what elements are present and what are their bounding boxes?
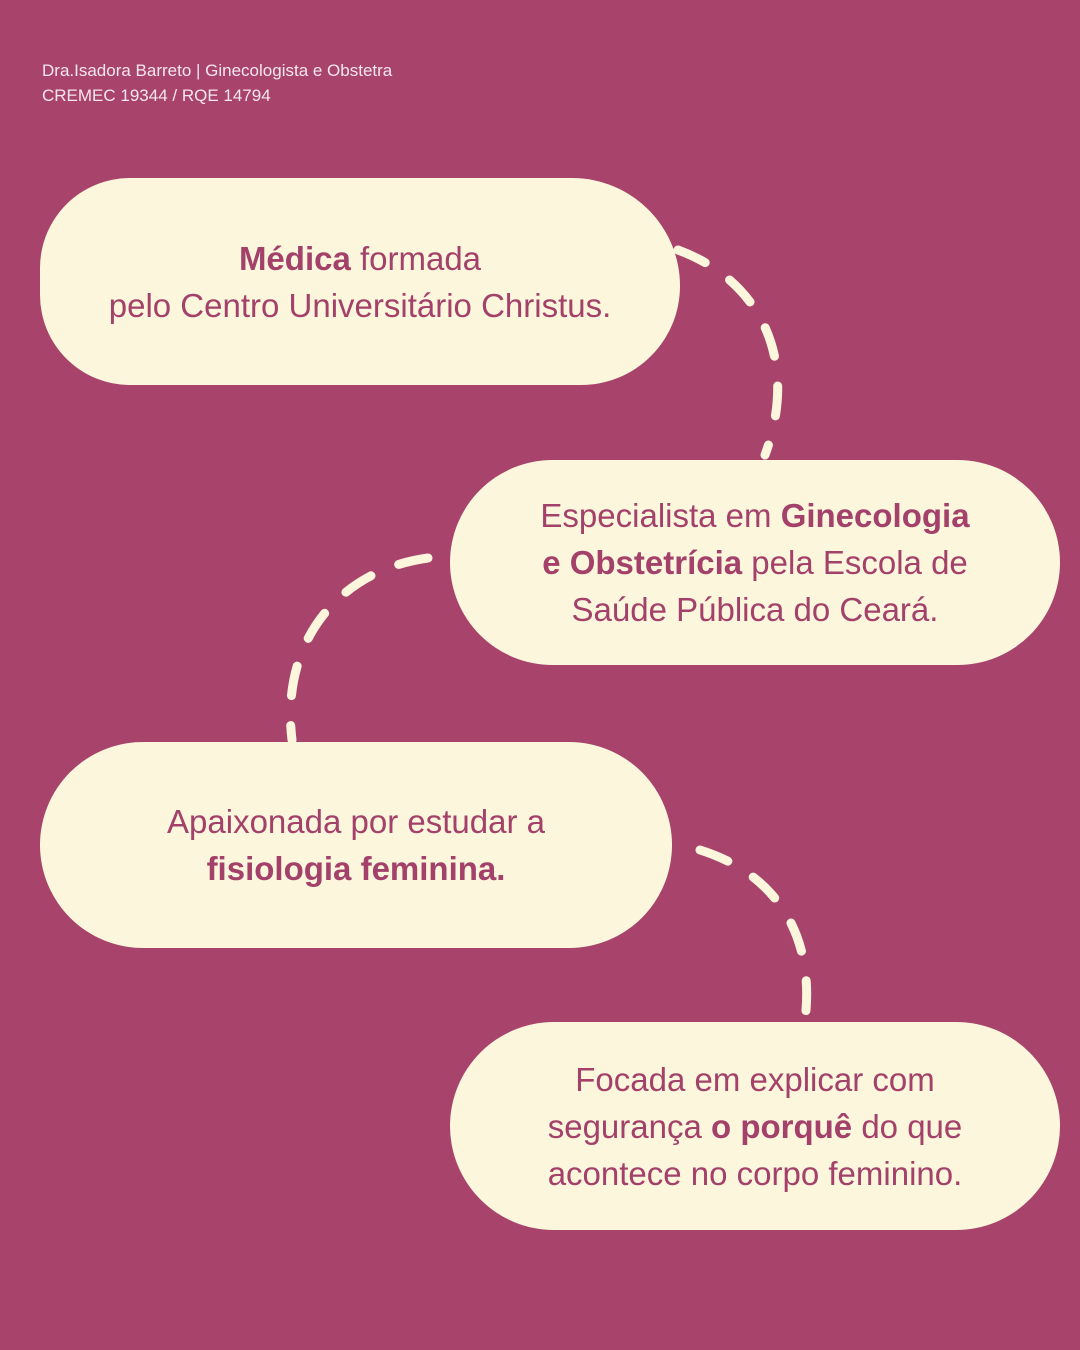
connector-2 [286,553,433,745]
bold-text: Médica [238,239,351,277]
doctor-credentials: Dra.Isadora Barreto | Ginecologista e Ob… [42,58,392,108]
registration-numbers: CREMEC 19344 / RQE 14794 [42,86,271,105]
bubble-education: Médica formada pelo Centro Universitário … [40,178,680,385]
doctor-name-title: Dra.Isadora Barreto | Ginecologista e Ob… [42,61,393,80]
bold-text: e Obstetrícia [542,544,743,581]
text: segurança [547,1107,711,1145]
text: pelo Centro Universitário Christus. [108,286,612,324]
text: pela Escola de [742,544,968,581]
text: Focada em explicar com [575,1060,935,1098]
bubble-focus: Focada em explicar com segurança o porquê… [450,1022,1060,1230]
bold-text: Ginecologia [780,497,970,534]
bubble-passion: Apaixonada por estudar a fisiologia femin… [40,742,672,948]
text: do que [852,1107,963,1145]
bold-text: o porquê [711,1107,853,1145]
text: Saúde Pública do Ceará. [571,591,939,628]
text: Especialista em [540,497,781,534]
text: Apaixonada por estudar a [167,803,545,840]
text: acontece no corpo feminino. [547,1154,963,1192]
text: formada [350,239,482,277]
connector-3 [695,845,812,1025]
bold-text: fisiologia feminina. [206,850,506,887]
connector-1 [673,245,783,460]
bubble-specialty: Especialista em Ginecologia e Obstetrícia… [450,460,1060,665]
